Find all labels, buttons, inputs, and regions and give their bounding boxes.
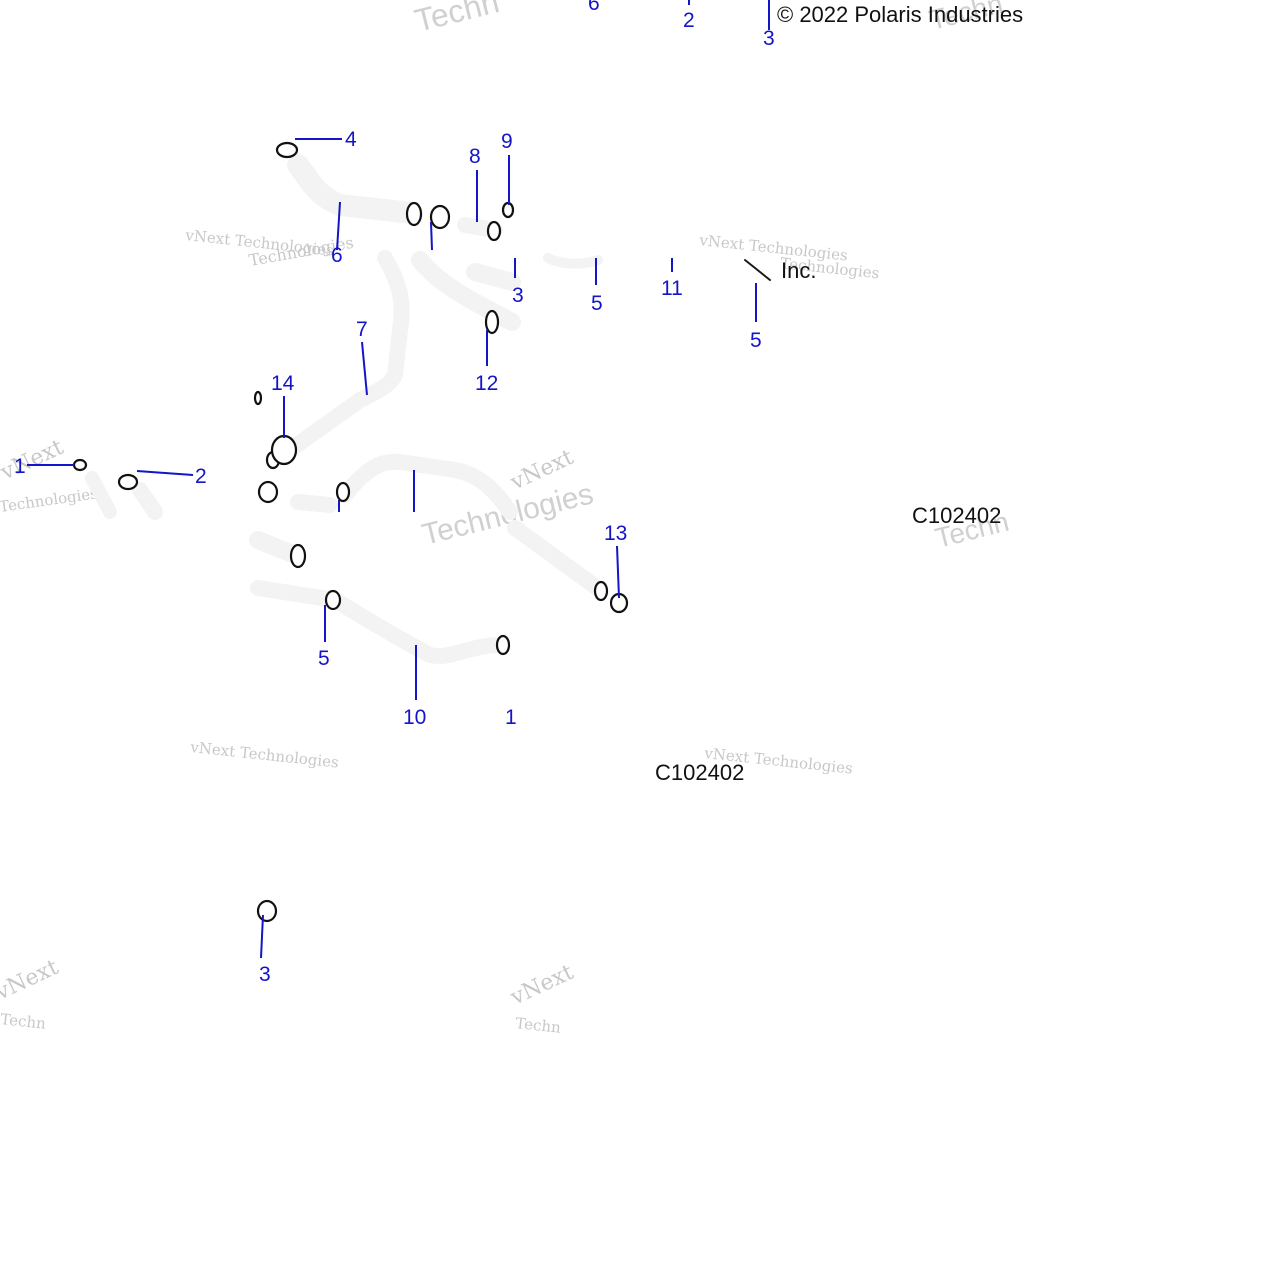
callout-3-top: 3 — [763, 27, 775, 50]
leader-lines — [27, 0, 770, 959]
callout-14: 14 — [271, 372, 295, 395]
clamp-4 — [275, 141, 299, 159]
callout-2-left: 2 — [195, 465, 207, 488]
callouts: 6 2 3 4 8 9 6 3 5 11 5 7 12 14 1 2 13 5 … — [14, 0, 775, 986]
hose-13-fill — [507, 520, 608, 598]
hose-upper-right-fill — [466, 263, 521, 291]
hose-end-2 — [486, 220, 502, 242]
hose-lower-top-fill — [249, 531, 304, 564]
hose-7 — [289, 257, 403, 451]
clamp-center — [335, 481, 351, 503]
figure-code-2: C102402 — [655, 760, 744, 785]
callout-4: 4 — [345, 128, 357, 151]
watermark-tech-8: Techn — [0, 1010, 47, 1033]
hose-end-3 — [289, 543, 307, 569]
callout-3-mid: 3 — [512, 284, 524, 307]
leader-2-left — [136, 470, 194, 476]
callout-7: 7 — [356, 318, 368, 341]
leader-13 — [616, 545, 620, 599]
figure-code-1: C102402 — [912, 503, 1001, 528]
hose-ends — [265, 201, 609, 656]
watermark-brand-8: vNext — [506, 960, 577, 1011]
callout-1-left: 1 — [14, 455, 26, 478]
hose-2-left-fill — [132, 482, 163, 520]
callout-12: 12 — [475, 372, 498, 395]
hose-12-fill — [411, 251, 521, 331]
hose-right-small — [744, 259, 771, 281]
callout-8: 8 — [469, 145, 481, 168]
callout-10: 10 — [403, 706, 426, 729]
leader-3-bottom — [260, 914, 264, 959]
callout-2-top: 2 — [683, 9, 695, 32]
copyright-text: © 2022 Polaris Industries — [777, 2, 1023, 27]
clamp-2 — [117, 473, 139, 491]
hose-11-partial-fill — [543, 253, 603, 269]
hoses — [85, 154, 771, 664]
hose-end-1 — [405, 201, 423, 227]
callout-11: 11 — [661, 277, 683, 300]
leader-8b — [430, 221, 433, 251]
hose-end-4 — [495, 634, 511, 656]
leader-7 — [361, 341, 368, 396]
clamp-far-left — [253, 390, 263, 406]
clamp-5 — [324, 589, 342, 611]
callout-5-b: 5 — [750, 329, 762, 352]
watermark-tech-9: Techn — [515, 1014, 562, 1037]
hose-center-fill — [337, 453, 518, 520]
hose-6-fill — [287, 154, 423, 224]
clamps — [72, 141, 629, 923]
clamp-9 — [501, 201, 515, 219]
inc-text: Inc. — [781, 258, 816, 283]
callout-9: 9 — [501, 130, 513, 153]
hose-10-fill — [250, 580, 508, 664]
clamp-12 — [484, 309, 500, 335]
hose-left-stub-fill — [290, 494, 338, 513]
clamp-8 — [429, 204, 451, 230]
leader-6 — [336, 201, 341, 251]
hose-7-fill — [282, 250, 410, 458]
callout-5-c: 5 — [318, 647, 330, 670]
watermark-brand-3: vNext — [0, 435, 67, 486]
callout-5-a: 5 — [591, 292, 603, 315]
clamp-14 — [270, 434, 298, 466]
watermark-brand-5: vNext Technologies — [189, 738, 340, 772]
callout-3-bottom: 3 — [259, 963, 271, 986]
hose-end-5 — [593, 580, 609, 602]
watermark-tech-1: Techn — [411, 0, 503, 39]
watermark-brand-7: vNext — [0, 955, 62, 1006]
callout-6-top: 6 — [588, 0, 600, 15]
clamp-left-lower — [257, 480, 279, 504]
watermark-tech-5: Technologies — [0, 484, 99, 516]
callout-1-right: 1 — [505, 706, 517, 729]
clamp-1 — [72, 458, 88, 472]
clamp-3 — [256, 899, 278, 923]
callout-6: 6 — [331, 244, 343, 267]
hose-1-left-fill — [85, 471, 117, 519]
callout-13: 13 — [604, 522, 627, 545]
